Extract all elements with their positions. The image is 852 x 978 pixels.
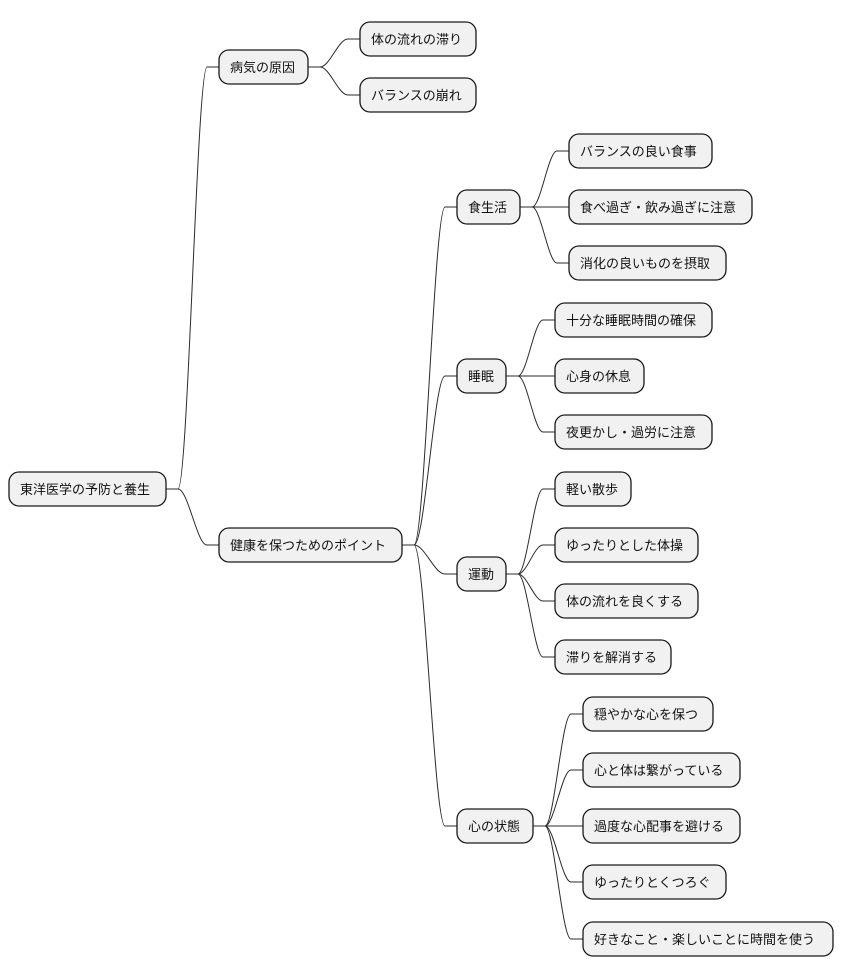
group-exercise-item-box — [554, 583, 699, 619]
root-node: 東洋医学の予防と養生 — [8, 471, 167, 507]
causes-item-label: バランスの崩れ — [371, 89, 462, 104]
group-sleep-item-label: 心身の休息 — [566, 369, 631, 385]
edge-group-exercise-item — [506, 544, 555, 575]
causes-item-label: 体の流れの滞り — [371, 33, 462, 48]
group-sleep-item-box — [554, 414, 713, 450]
group-diet-item: 消化の良いものを摂取 — [568, 245, 727, 281]
edge-group-sleep-item — [506, 319, 555, 377]
group-sleep-item-label: 夜更かし・過労に注意 — [566, 425, 696, 441]
group-diet-box — [456, 189, 521, 225]
group-diet-item-box — [568, 133, 713, 169]
edge-causes-item — [308, 66, 360, 96]
root-node-box — [8, 471, 167, 507]
group-mind-item-box — [582, 752, 741, 788]
branch-causes-box — [218, 49, 309, 85]
group-sleep-item-label: 十分な睡眠時間の確保 — [566, 313, 696, 329]
edges — [166, 38, 583, 940]
causes-item-box — [359, 77, 477, 113]
group-mind-item-label: 過度な心配事を避ける — [594, 819, 724, 835]
group-diet-item: 食べ過ぎ・飲み過ぎに注意 — [568, 189, 753, 225]
group-diet: 食生活 — [456, 189, 521, 225]
group-exercise-item-label: 軽い散歩 — [566, 483, 618, 498]
edge-group-sleep-item — [506, 375, 555, 433]
group-sleep-box — [456, 358, 507, 394]
group-diet-item-label: 消化の良いものを摂取 — [580, 256, 710, 272]
group-exercise-item-label: 体の流れを良くする — [566, 594, 683, 610]
group-mind-item-box — [582, 864, 727, 900]
group-sleep-item: 十分な睡眠時間の確保 — [554, 302, 713, 338]
group-exercise: 運動 — [456, 556, 507, 592]
root-node-label: 東洋医学の予防と養生 — [20, 482, 150, 498]
group-sleep-label: 睡眠 — [468, 370, 494, 385]
group-mind-item-box — [582, 808, 741, 844]
edge-group-mind-item — [533, 825, 583, 883]
group-exercise-item: 体の流れを良くする — [554, 583, 699, 619]
group-diet-item-box — [568, 245, 727, 281]
group-mind-item-label: 好きなこと・楽しいことに時間を使う — [594, 932, 815, 948]
edge-root-health — [166, 488, 219, 546]
edge-root-causes — [166, 66, 219, 490]
group-exercise-item-label: 滞りを解消する — [566, 651, 657, 666]
group-exercise-item: 滞りを解消する — [554, 639, 672, 675]
edge-group-diet-item — [520, 150, 569, 208]
group-mind-item: ゆったりとくつろぐ — [582, 864, 727, 900]
group-exercise-item: 軽い散歩 — [554, 471, 632, 507]
group-mind-item-box — [582, 696, 714, 732]
nodes: 東洋医学の予防と養生 病気の原因 体の流れの滞りバランスの崩れ健康を保つためのポイン… — [8, 21, 834, 957]
group-sleep-item-box — [554, 302, 713, 338]
edge-group-mind-item — [533, 825, 583, 940]
group-exercise-box — [456, 556, 507, 592]
edge-group-mind-item — [533, 713, 583, 827]
group-mind-item: 過度な心配事を避ける — [582, 808, 741, 844]
causes-item: 体の流れの滞り — [359, 21, 477, 57]
edge-group-diet-item — [520, 206, 569, 264]
group-diet-item: バランスの良い食事 — [568, 133, 713, 169]
group-mind-box — [456, 808, 534, 844]
group-exercise-item-label: ゆったりとした体操 — [566, 538, 683, 554]
group-exercise-item-box — [554, 527, 699, 563]
edge-group-mind-item — [533, 769, 583, 827]
group-mind-item-label: 穏やかな心を保つ — [594, 708, 698, 723]
branch-health-points-box — [218, 527, 403, 563]
branch-health-points: 健康を保つためのポイント — [218, 527, 403, 563]
edge-health-group-diet — [402, 206, 457, 546]
branch-causes-label: 病気の原因 — [230, 60, 295, 76]
branch-causes: 病気の原因 — [218, 49, 309, 85]
edge-health-group-exercise — [402, 544, 457, 575]
group-mind-label: 心の状態 — [468, 819, 520, 835]
edge-group-exercise-item — [506, 488, 555, 575]
group-mind-item-label: ゆったりとくつろぐ — [594, 876, 711, 891]
edge-causes-item — [308, 38, 360, 68]
group-mind-item-label: 心と体は繋がっている — [594, 763, 723, 779]
group-mind-item: 穏やかな心を保つ — [582, 696, 714, 732]
edge-health-group-sleep — [402, 375, 457, 546]
group-mind-item: 好きなこと・楽しいことに時間を使う — [582, 921, 834, 957]
edge-group-exercise-item — [506, 573, 555, 658]
group-sleep-item: 心身の休息 — [554, 358, 645, 394]
group-diet-item-label: バランスの良い食事 — [580, 144, 697, 160]
group-sleep: 睡眠 — [456, 358, 507, 394]
group-diet-item-label: 食べ過ぎ・飲み過ぎに注意 — [580, 200, 736, 216]
group-exercise-item-box — [554, 639, 672, 675]
group-exercise-item: ゆったりとした体操 — [554, 527, 699, 563]
group-mind: 心の状態 — [456, 808, 534, 844]
group-sleep-item: 夜更かし・過労に注意 — [554, 414, 713, 450]
group-exercise-item-box — [554, 471, 632, 507]
group-mind-item: 心と体は繋がっている — [582, 752, 741, 788]
group-sleep-item-box — [554, 358, 645, 394]
group-diet-item-box — [568, 189, 753, 225]
edge-group-exercise-item — [506, 573, 555, 602]
branch-health-points-label: 健康を保つためのポイント — [230, 538, 386, 554]
causes-item: バランスの崩れ — [359, 77, 477, 113]
causes-item-box — [359, 21, 477, 57]
group-mind-item-box — [582, 921, 834, 957]
group-exercise-label: 運動 — [468, 568, 494, 583]
edge-health-group-mind — [402, 544, 457, 827]
group-diet-label: 食生活 — [468, 200, 507, 216]
